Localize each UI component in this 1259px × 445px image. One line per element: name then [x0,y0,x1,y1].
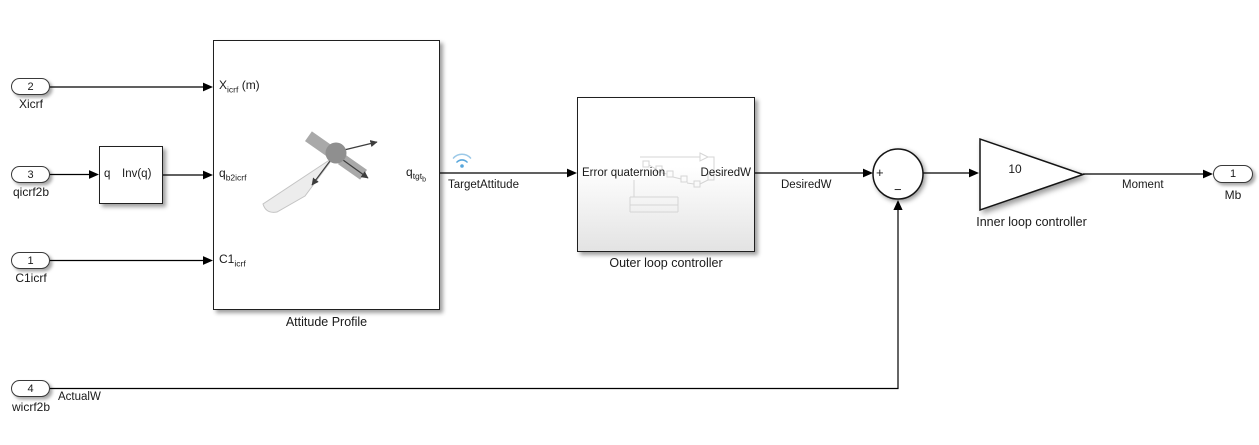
ap-input-c1-label: C1icrf [219,252,246,269]
signal-label-target-attitude: TargetAttitude [448,179,519,191]
inport-qicrf2b-number: 3 [27,168,34,181]
ap-output-q-base: q [406,165,413,179]
ap-output-q-subsub: b [422,177,427,185]
ap-input-c1-sub: icrf [234,258,246,269]
wire-arrowheads [89,82,1213,265]
logging-badge-icon [452,153,472,168]
signal-label-desired-w: DesiredW [781,179,832,191]
inport-xicrf-label: Xicrf [19,97,43,111]
signal-label-moment: Moment [1122,179,1164,191]
inport-c1icrf-label: C1icrf [15,271,47,285]
ap-input-q-label: qb2icrf [219,166,247,183]
inport-qicrf2b-label: qicrf2b [12,185,50,199]
ap-input-x-base: X [219,78,228,92]
ap-input-x-suffix: (m) [238,78,260,92]
ap-output-q-label: qtgtb [406,165,427,185]
sum-block[interactable] [872,148,924,200]
ap-output-q-sub: tgt [412,171,423,182]
satellite-icon [262,131,378,213]
ap-input-q-base: q [219,166,226,180]
inport-wicrf2b-number: 4 [27,382,34,395]
ap-input-c1-base: C1 [219,252,235,266]
sum-plus-sign: + [876,165,884,180]
gain-block[interactable] [979,137,1086,212]
invq-text: Inv(q) [122,168,152,180]
outport-mb[interactable]: 1 [1213,165,1253,183]
gain-name: Inner loop controller [976,215,1087,229]
outer-loop-name: Outer loop controller [609,256,723,270]
inport-wicrf2b-label: wicrf2b [11,400,50,414]
wire-actual-w[interactable] [50,210,899,390]
outport-mb-label: Mb [1224,188,1242,202]
inport-wicrf2b[interactable]: 4 [11,380,50,397]
inport-c1icrf[interactable]: 1 [11,252,50,269]
outer-loop-output-port-label: DesiredW [700,167,751,179]
ap-input-x-sub: icrf [227,84,239,95]
outer-loop-controller-block[interactable] [577,97,755,252]
ap-input-q-sub: b2icrf [225,172,247,183]
inport-xicrf-number: 2 [27,80,34,93]
attitude-profile-name: Attitude Profile [285,315,368,329]
signal-label-actual-w: ActualW [58,391,101,403]
attitude-profile-block[interactable] [213,40,440,310]
outer-loop-input-port-label: Error quaternion [582,167,666,179]
inport-xicrf[interactable]: 2 [11,78,50,95]
outer-loop-preview [629,152,715,213]
invq-input-port-label: q [104,168,111,180]
inport-c1icrf-number: 1 [27,254,34,267]
gain-value: 10 [1008,162,1022,176]
sum-minus-sign: − [894,182,902,197]
ap-input-x-label: Xicrf (m) [219,78,260,95]
inv-q-block[interactable] [99,146,163,204]
outport-mb-number: 1 [1229,168,1237,180]
inport-qicrf2b[interactable]: 3 [11,166,50,183]
